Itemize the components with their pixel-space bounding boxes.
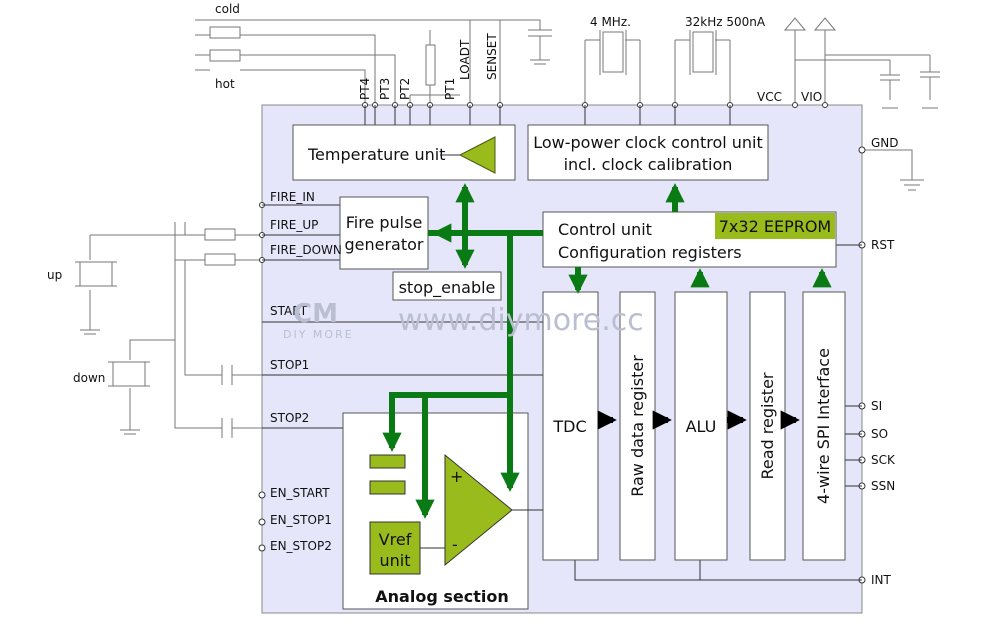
alu-block [674, 291, 728, 561]
pin-ssn: SSN [871, 479, 895, 493]
pin-pt4: PT4 [358, 78, 372, 100]
osc2-label: 32kHz 500nA [685, 15, 766, 29]
clock-control-line1: Low-power clock control unit [533, 133, 763, 152]
vref-line1: Vref [379, 530, 412, 549]
opamp-plus: + [450, 467, 463, 486]
watermark-logo: CM [293, 299, 338, 329]
clock-control-block [527, 124, 769, 181]
pin-start: START [270, 304, 308, 318]
control-unit-label: Control unit [558, 220, 652, 239]
pin-rst: RST [871, 238, 895, 252]
pin-stop2: STOP2 [270, 411, 309, 425]
pin-so: SO [871, 427, 888, 441]
clock-control-line2: incl. clock calibration [564, 155, 733, 174]
eeprom-block [715, 213, 835, 239]
pin-fire-in: FIRE_IN [270, 190, 315, 204]
pin-fire-up: FIRE_UP [270, 218, 318, 232]
raw-data-register-label: Raw data register [628, 355, 647, 497]
pin-loadt: LOADT [458, 39, 472, 80]
analog-section-label: Analog section [375, 587, 508, 606]
opamp-minus: - [452, 535, 458, 554]
fire-pulse-generator-block [339, 196, 429, 270]
alu-label: ALU [686, 417, 717, 436]
pin-en-stop2: EN_STOP2 [270, 539, 332, 553]
vref-line2: unit [380, 551, 411, 570]
stop-enable-label: stop_enable [399, 278, 496, 298]
temperature-unit-label: Temperature unit [307, 145, 445, 164]
pin-en-start: EN_START [270, 486, 330, 500]
hot-label: hot [215, 77, 235, 91]
pin-en-stop1: EN_STOP1 [270, 513, 332, 527]
spi-interface-label: 4-wire SPI Interface [814, 348, 833, 504]
comparator-opamp-icon [444, 453, 513, 567]
pin-stop1: STOP1 [270, 358, 309, 372]
analog-switch-1-icon [369, 454, 406, 469]
pin-si: SI [871, 399, 882, 413]
fire-pulse-line1: Fire pulse [346, 213, 423, 232]
spi-interface-block [802, 291, 846, 561]
pin-pt3: PT3 [378, 78, 392, 100]
read-register-label: Read register [758, 372, 777, 479]
temperature-amp-icon [458, 136, 496, 174]
pin-pt1: PT1 [443, 78, 457, 100]
pin-vio: VIO [801, 90, 822, 104]
pin-senset: SENSET [485, 33, 499, 80]
stop-enable-block [392, 271, 502, 301]
config-registers-label: Configuration registers [558, 243, 742, 262]
pin-vcc: VCC [757, 90, 782, 104]
cold-label: cold [215, 2, 240, 16]
osc1-label: 4 MHz. [590, 15, 631, 29]
eeprom-label: 7x32 EEPROM [719, 217, 831, 236]
transducer-down-label: down [73, 371, 105, 385]
pin-int: INT [871, 573, 892, 587]
watermark-url: www.diymore.cc [398, 303, 644, 338]
pin-fire-down: FIRE_DOWN [270, 243, 342, 257]
vref-unit-block [369, 521, 421, 575]
transducer-up-label: up [47, 268, 62, 282]
analog-switch-2-icon [369, 480, 406, 495]
fire-pulse-line2: generator [344, 235, 423, 254]
pin-sck: SCK [871, 453, 896, 467]
external-wiring [75, 17, 940, 438]
pin-pt2: PT2 [398, 78, 412, 100]
tdc-label: TDC [552, 417, 586, 436]
pin-gnd: GND [871, 136, 899, 150]
watermark-sub: DIY MORE [283, 328, 354, 341]
